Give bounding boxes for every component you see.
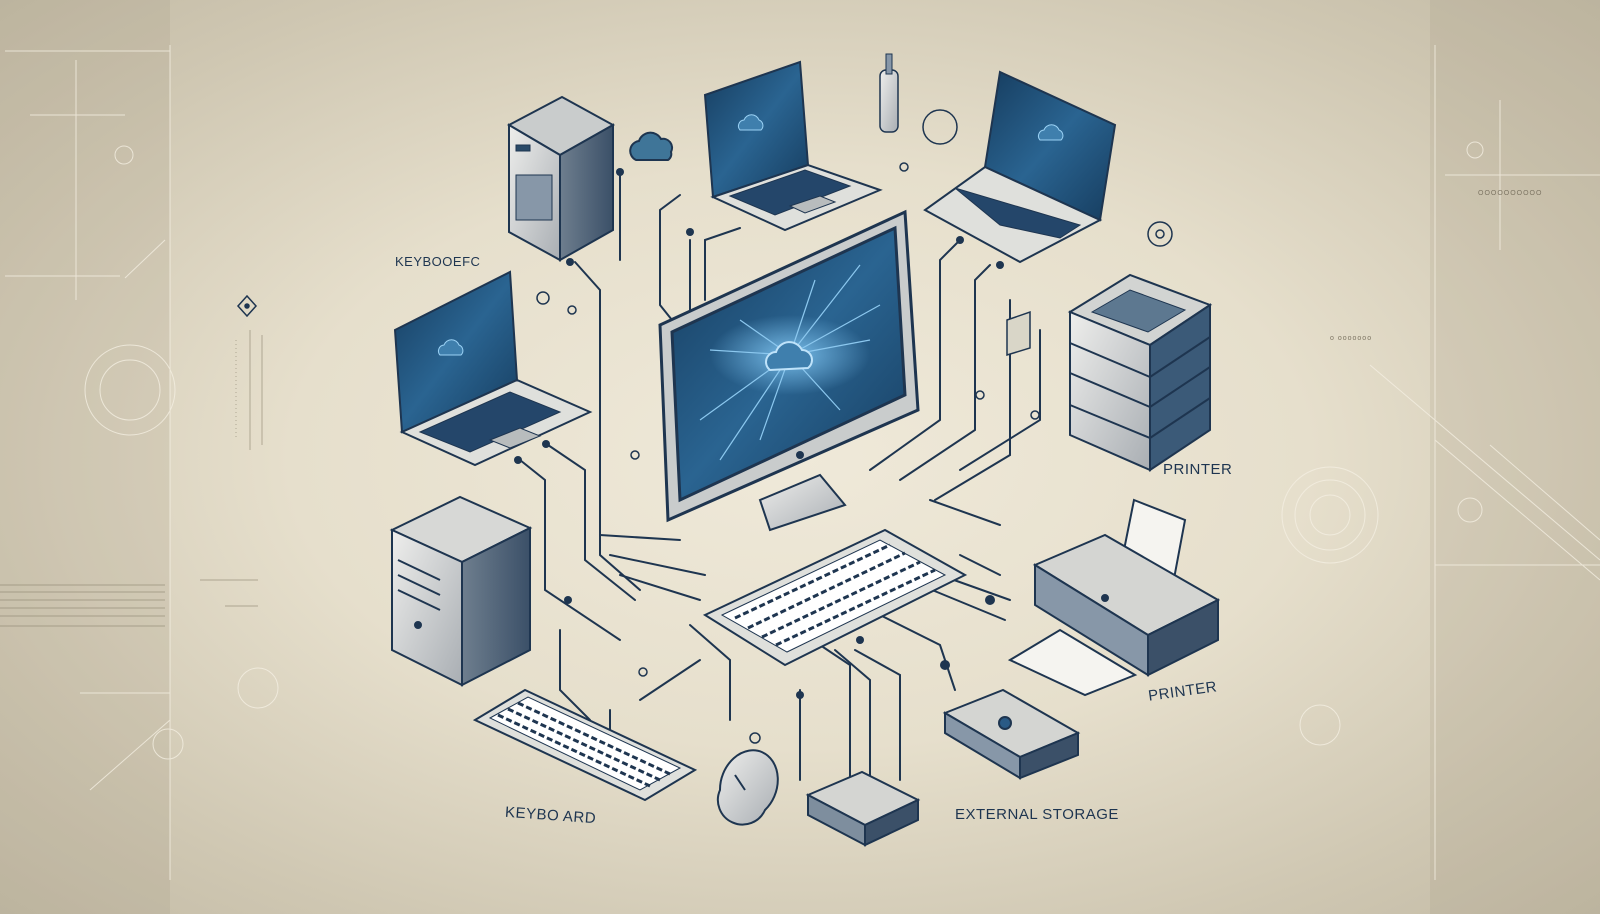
connection-cables bbox=[519, 169, 1041, 791]
diamond-icon bbox=[236, 294, 258, 318]
laptop-top-center-icon bbox=[703, 60, 883, 232]
keyboard-center-icon bbox=[702, 528, 968, 667]
laptop-left-icon bbox=[393, 270, 593, 467]
cable-connectors bbox=[514, 168, 1004, 699]
sticky-note-icon bbox=[1006, 310, 1031, 357]
router-icon bbox=[805, 770, 921, 847]
external-drive-icon bbox=[942, 688, 1081, 780]
left-decorative-panel bbox=[0, 0, 170, 914]
decorative-small-text-2: o ooooooo bbox=[1330, 335, 1373, 342]
right-decorative-panel bbox=[1430, 0, 1600, 914]
center-monitor-icon bbox=[658, 209, 920, 532]
laptop-top-right-icon bbox=[923, 70, 1117, 264]
background-decorations bbox=[5, 45, 1600, 880]
label-external-storage: EXTERNAL STORAGE bbox=[955, 806, 1119, 823]
tower-pc-left-icon bbox=[389, 495, 533, 687]
printer-icon bbox=[1007, 498, 1221, 697]
left-text-lines bbox=[0, 330, 263, 627]
tower-server-top-icon bbox=[506, 95, 616, 262]
label-printer-upper: PRINTER bbox=[1163, 461, 1233, 478]
mouse-icon bbox=[716, 749, 779, 826]
cable-ring-dots bbox=[536, 109, 1173, 744]
cloud-icon-small bbox=[629, 131, 674, 161]
usb-stick-icon bbox=[879, 53, 899, 133]
decorative-small-text-1: OOOOOOOOOO bbox=[1478, 190, 1543, 197]
label-keyboard-top: KEYBOOEFC bbox=[395, 254, 481, 269]
server-rack-icon bbox=[1067, 273, 1213, 472]
keyboard-bottom-left-icon bbox=[472, 688, 698, 802]
